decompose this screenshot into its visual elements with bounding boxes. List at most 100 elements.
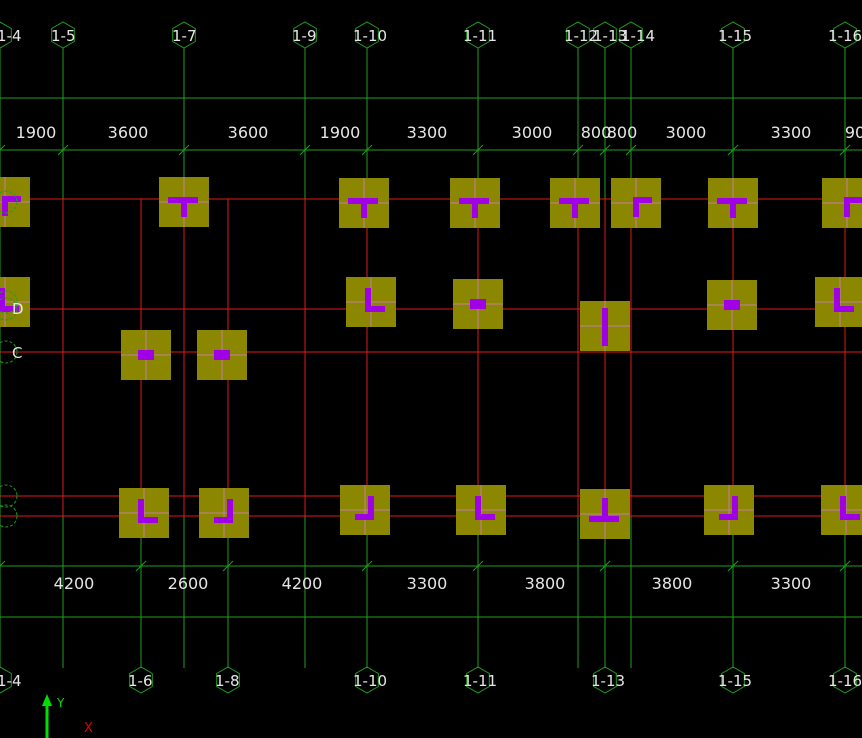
column-section [0,288,5,312]
dimension-tick [599,560,611,572]
column-section [844,197,850,217]
column-section [719,514,738,520]
ucs-icon: Y X [42,694,93,738]
column-section [138,350,154,360]
footing[interactable] [611,178,661,228]
dimension-text: 90 [845,123,862,142]
dimension-text: 3600 [108,123,149,142]
footing[interactable] [346,277,396,327]
axis-label: 1-13 [593,27,627,45]
dimension-tick [135,560,147,572]
dimension-tick [299,144,311,156]
axis-bubbles-top: 1-4 1-5 1-7 1-9 1-10 1-11 1-12 1-13 1-14… [0,27,862,45]
column-section [475,496,481,520]
axis-bubble-outline [355,21,379,49]
ucs-x-label: X [84,721,93,736]
dimension-tick [361,144,373,156]
dimension-text: 3300 [407,574,448,593]
axis-label: 1-14 [621,27,655,45]
footing[interactable] [339,178,389,228]
axis-bubble-outline [466,666,490,694]
column-section [138,517,158,523]
axis-bubble-outline [216,666,240,694]
axis-bubble-outline [0,484,18,508]
column-section [214,350,230,360]
axis-label: 1-7 [172,27,197,45]
column-section [732,496,738,520]
axis-label: 1-5 [51,27,76,45]
axis-bubble-outline [172,21,196,49]
axis-bubble-outline [129,666,153,694]
dimension-tick [0,144,6,151]
dimension-text: 1900 [320,123,361,142]
column-section [365,306,385,312]
dimension-tick [625,144,637,156]
footing[interactable] [580,301,630,351]
footing[interactable] [0,277,30,327]
axis-label: 1-8 [215,672,240,690]
dimension-tick [472,144,484,156]
axis-bubble-outline [0,666,12,694]
axis-label: 1-10 [353,672,387,690]
footing[interactable] [456,485,506,535]
footing[interactable] [550,178,600,228]
column-section [724,300,740,310]
footing[interactable] [704,485,754,535]
column-section [361,198,367,218]
column-section [227,499,233,523]
footing[interactable] [340,485,390,535]
column-section [472,198,478,218]
column-section [844,197,862,203]
axis-bubble-outline [593,21,617,49]
footing[interactable] [0,177,30,227]
dimension-tick [727,560,739,572]
footing[interactable] [119,488,169,538]
column-section [181,197,187,217]
dimension-text: 3600 [228,123,269,142]
dimension-tick [0,560,6,567]
axis-bubble-outline [466,21,490,49]
axis-label: 1-16 [828,27,862,45]
dimension-tick [57,144,69,156]
axis-bubbles-bottom: 1-4 1-6 1-8 1-10 1-11 1-13 1-15 1-16 [0,672,862,690]
dimension-text: 1900 [16,123,57,142]
axis-label: 1-11 [463,672,497,690]
dimension-row-bottom: 4200 2600 4200 3300 3800 3800 3300 [54,574,812,593]
column-section [214,517,233,523]
footing[interactable] [815,277,862,327]
dimension-tick [727,144,739,156]
dimension-text: 4200 [54,574,95,593]
axis-bubble-outline [721,666,745,694]
footing[interactable] [159,177,209,227]
footing[interactable] [822,178,862,228]
dimension-tick [361,560,373,572]
footing[interactable] [453,279,503,329]
footing[interactable] [199,488,249,538]
axis-bubble-outline [0,21,12,49]
column-section [368,496,374,520]
dimension-text: 3000 [666,123,707,142]
footing[interactable] [708,178,758,228]
axis-bubble-outline [0,504,18,528]
column-section [475,514,495,520]
dimension-text: 2600 [168,574,209,593]
dimension-text: 3300 [407,123,448,142]
axis-bubble-outline [833,666,857,694]
dimension-text: 800 [607,123,638,142]
footing[interactable] [450,178,500,228]
column-section [0,306,19,312]
dimension-row-top: 1900 3600 3600 1900 3300 3000 800 800 30… [16,123,862,142]
axis-label: 1-10 [353,27,387,45]
footing[interactable] [580,489,630,539]
axis-label: 1-13 [591,672,625,690]
axis-bubble-outline [593,666,617,694]
footing[interactable] [197,330,247,380]
axis-bubble-outline [721,21,745,49]
footing[interactable] [821,485,862,535]
axis-bubble-outline [619,21,643,49]
footing[interactable] [121,330,171,380]
axis-label: 1-9 [292,27,317,45]
footing[interactable] [707,280,757,330]
axis-label: 1-4 [0,27,22,45]
